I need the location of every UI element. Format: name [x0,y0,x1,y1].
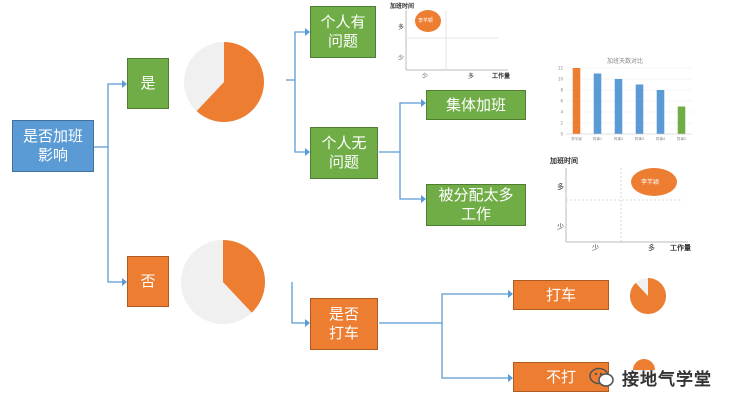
too-much-work-node: 被分配太多 工作 [426,184,526,226]
small-scatter-xlabel: 工作量 [492,73,511,80]
bar-ytick-label: 6 [560,99,563,104]
bar-0 [572,68,581,134]
root-node-overtime-impact: 是否加班 影响 [12,120,94,172]
small-scatter-xtick-low: 少 [422,73,429,80]
bar-4 [656,90,665,134]
bar-category-label: 李芊颖 [571,136,582,141]
small-scatter-chart: 加班时间 多 少 少 多 工作量 李芊颖 [386,0,516,80]
overtime-days-bar-chart: 加班天数对比 0 2 4 6 8 10 12 李芊颖 同事1 同事2 同事3 同事4 同事5 [552,56,698,148]
large-scatter-chart: 加班时间 多 少 少 多 工作量 李芊颖 [548,152,698,254]
bar-ytick-label: 4 [560,110,563,115]
bar-ytick-label: 2 [560,121,563,126]
bar-2 [614,79,623,134]
large-scatter-point-label: 李芊颖 [641,179,660,186]
bar-category-label: 同事4 [656,136,666,141]
bar-ytick-label: 0 [560,132,563,137]
bar-category-label: 同事2 [614,136,623,141]
large-scatter-xtick-low: 少 [592,244,599,252]
bar-ytick-label: 10 [558,77,564,82]
pie-slice [633,359,655,370]
taxi-question-node: 是否 打车 [310,298,378,350]
bar-5 [677,106,686,134]
take-taxi-pie [630,278,666,314]
small-scatter-ylabel: 加班时间 [390,3,415,10]
pie-slice [196,42,265,122]
no-pie [181,240,265,324]
watermark-text: 接地气学堂 [622,369,712,390]
pie-slice [630,278,666,314]
bar-chart-title: 加班天数对比 [606,58,643,65]
take-taxi-node: 打车 [513,280,609,310]
wechat-icon [588,366,616,388]
small-scatter-ytick-high: 多 [398,24,405,31]
bar-category-label: 同事3 [635,136,644,141]
group-overtime-node: 集体加班 [426,90,526,120]
bar-3 [635,84,644,134]
large-scatter-xlabel: 工作量 [670,244,691,252]
large-scatter-ytick-high: 多 [557,183,564,191]
personal-no-problem-node: 个人无 问题 [310,127,378,179]
bar-category-label: 同事1 [593,136,602,141]
watermark: 接地气学堂 [588,362,712,392]
small-scatter-xtick-high: 多 [468,73,475,80]
large-scatter-ylabel: 加班时间 [550,157,578,165]
pie-slice [223,240,265,313]
yes-node: 是 [127,58,169,109]
no-node: 否 [127,256,169,307]
bar-1 [593,73,602,134]
no-taxi-node: 不打 [513,362,609,392]
yes-pie [184,42,265,122]
bar-ytick-label: 8 [560,88,563,93]
large-scatter-xtick-high: 多 [648,244,655,252]
small-scatter-point-label: 李芊颖 [418,18,434,24]
bar-ytick-label: 12 [558,66,564,71]
large-scatter-ytick-low: 少 [557,223,564,231]
bar-category-label: 同事5 [677,136,686,141]
small-scatter-ytick-low: 少 [398,55,405,62]
personal-problem-node: 个人有 问题 [310,6,376,58]
no-taxi-pie [633,359,655,381]
